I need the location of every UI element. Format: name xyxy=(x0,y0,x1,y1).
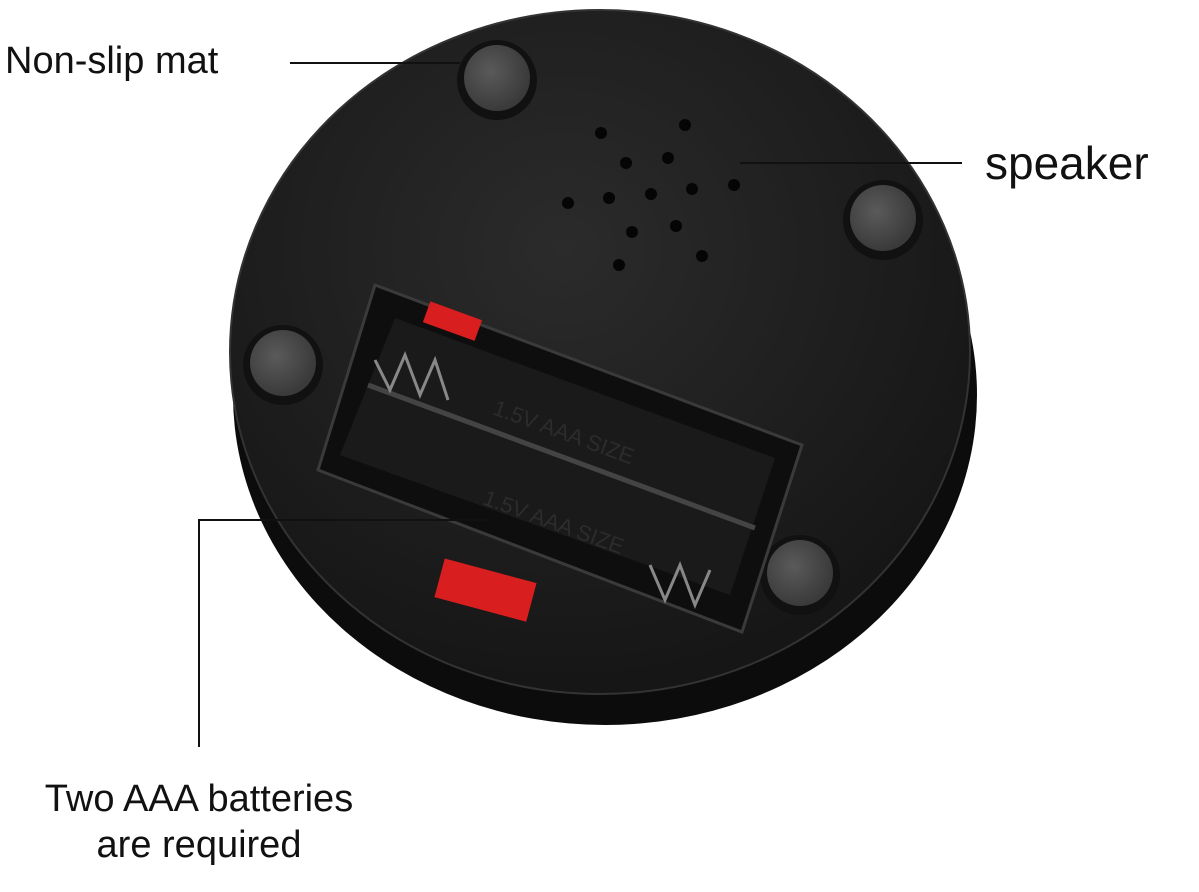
device-base xyxy=(229,9,971,695)
battery-compartment: 1.5V AAA SIZE 1.5V AAA SIZE xyxy=(316,283,804,634)
non-slip-mat-label: Non-slip mat xyxy=(5,40,219,82)
speaker-label: speaker xyxy=(985,137,1149,189)
batteries-label: Two AAA batteries are required xyxy=(0,776,398,868)
batteries-label-line2: are required xyxy=(96,824,302,866)
non-slip-feet xyxy=(243,40,923,615)
batteries-label-line1: Two AAA batteries xyxy=(44,778,354,820)
battery-leader-vertical xyxy=(198,519,200,747)
speaker-leader-line xyxy=(740,162,962,164)
battery-leader-horizontal xyxy=(198,519,490,521)
mat-leader-line xyxy=(290,62,460,64)
speaker-grille xyxy=(562,119,740,271)
